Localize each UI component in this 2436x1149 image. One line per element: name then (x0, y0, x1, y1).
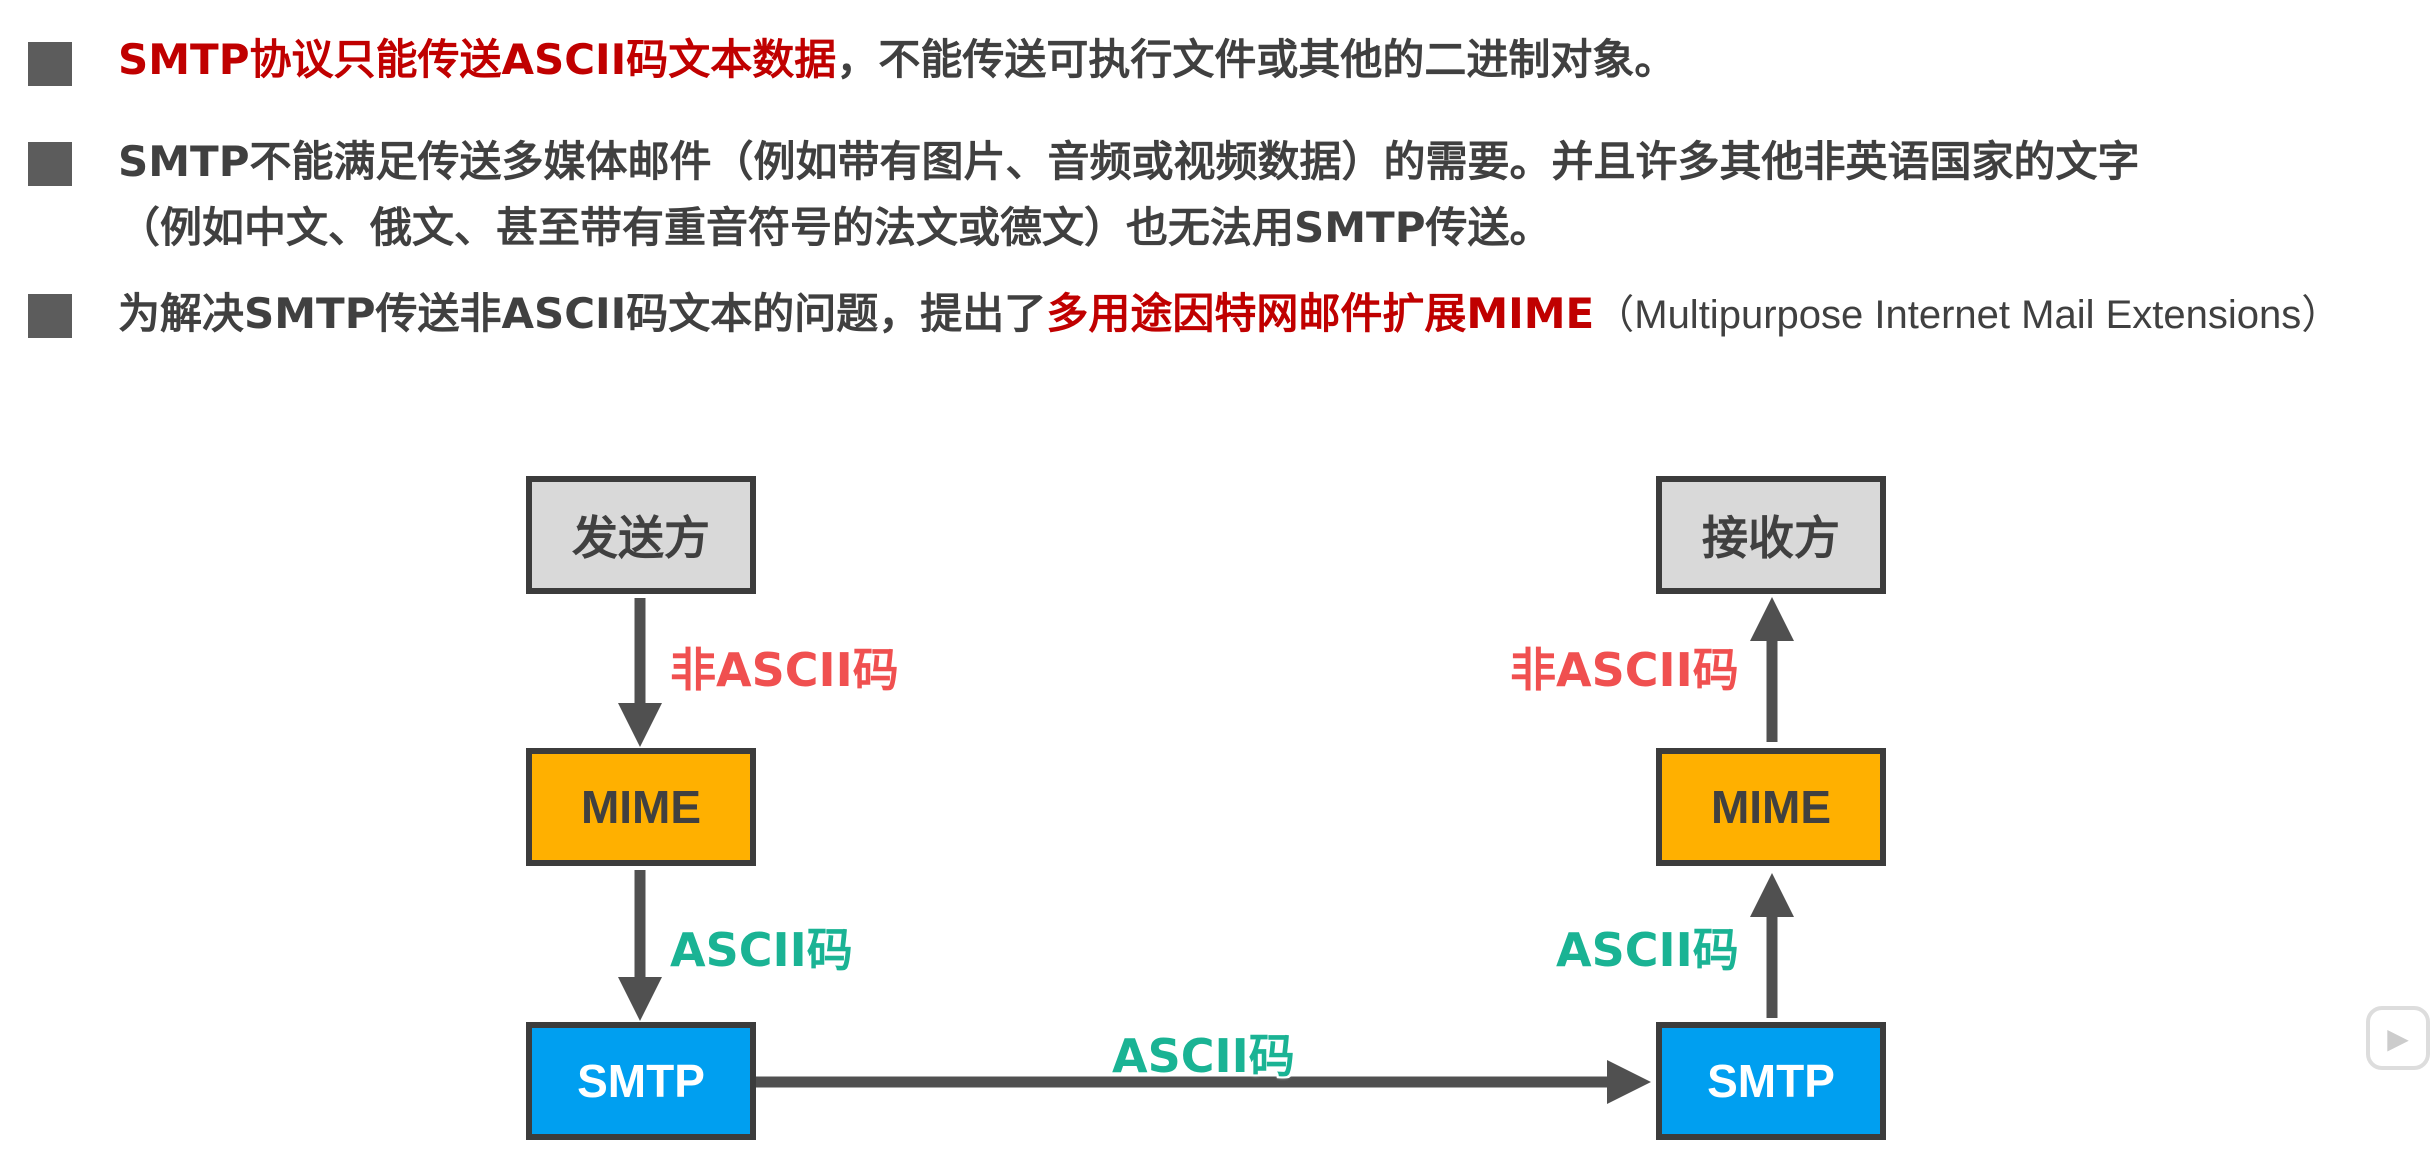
bullet-2-line-1: SMTP不能满足传送多媒体邮件（例如带有图片、音频或视频数据）的需要。并且许多其… (118, 137, 2140, 186)
bullet-3-prefix: 为解决SMTP传送非ASCII码文本的问题，提出了 (118, 289, 1047, 338)
paren-open: （ (1594, 293, 1635, 337)
paren-close: ） (2301, 293, 2342, 337)
tv-logo-icon: ▶ (2366, 1006, 2430, 1070)
label-ascii-right: ASCII码 (1556, 923, 1739, 977)
sender-box: 发送方 (526, 476, 756, 594)
acronym-e: E (2105, 293, 2133, 337)
bullet-square-icon (28, 294, 72, 338)
label-non-ascii-left: 非ASCII码 (670, 643, 899, 697)
acronym-xtensions: xtensions (2132, 293, 2302, 337)
bullet-1-text: SMTP协议只能传送ASCII码文本数据，不能传送可执行文件或其他的二进制对象。 (118, 30, 1676, 90)
bullet-3-highlight: 多用途因特网邮件扩展MIME (1046, 289, 1595, 338)
label-ascii-middle: ASCII码 (1112, 1029, 1295, 1083)
label-non-ascii-right: 非ASCII码 (1510, 643, 1739, 697)
acronym-m: M (1634, 293, 1668, 337)
acronym-ultipurpose: ultipurpose (1667, 293, 1875, 337)
acronym-m2: M (2021, 293, 2055, 337)
bullet-square-icon (28, 142, 72, 186)
smtp-left-box: SMTP (526, 1022, 756, 1140)
bullet-3-acronym: （Multipurpose Internet Mail Extensions） (1594, 293, 2341, 337)
acronym-ail: ail (2054, 293, 2106, 337)
bullet-square-icon (28, 42, 72, 86)
label-ascii-left: ASCII码 (670, 923, 853, 977)
bullet-1-rest: ，不能传送可执行文件或其他的二进制对象。 (836, 35, 1677, 84)
mime-right-box: MIME (1656, 748, 1886, 866)
acronym-i: I (1874, 293, 1886, 337)
bullet-1-highlight: SMTP协议只能传送ASCII码文本数据 (118, 35, 837, 84)
mime-left-box: MIME (526, 748, 756, 866)
smtp-right-box: SMTP (1656, 1022, 1886, 1140)
bullet-2-line-2: （例如中文、俄文、甚至带有重音符号的法文或德文）也无法用SMTP传送。 (118, 203, 1552, 252)
acronym-nternet: nternet (1885, 293, 2022, 337)
bullet-3-text: 为解决SMTP传送非ASCII码文本的问题，提出了多用途因特网邮件扩展MIME（… (118, 284, 2341, 345)
receiver-box: 接收方 (1656, 476, 1886, 594)
